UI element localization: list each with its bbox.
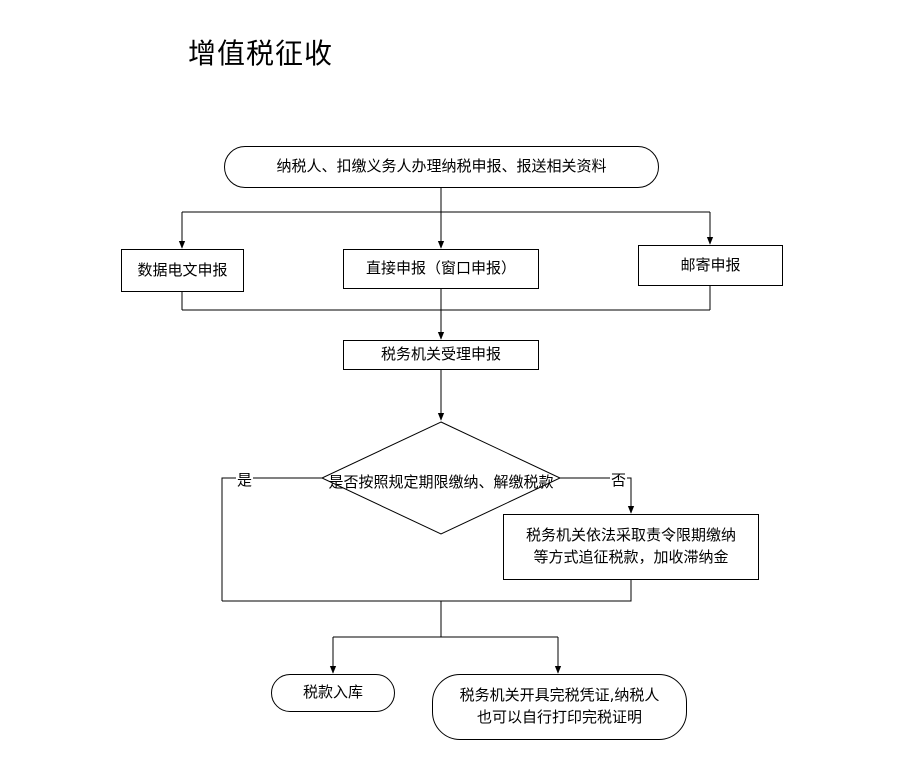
- yes-label: 是: [236, 469, 254, 490]
- enforce-line-2: 等方式追征税款，加收滞纳金: [533, 548, 729, 566]
- direct-declare-node: 直接申报（窗口申报）: [343, 249, 539, 289]
- enforce-node: 税务机关依法采取责令限期缴纳 等方式追征税款，加收滞纳金: [503, 514, 759, 580]
- receipt-line-2: 也可以自行打印完税证明: [476, 708, 642, 726]
- yes-path: [221, 477, 322, 601]
- mail-declare-node: 邮寄申报: [638, 245, 783, 286]
- start-node: 纳税人、扣缴义务人办理纳税申报、报送相关资料: [224, 146, 659, 188]
- page-title: 增值税征收: [188, 37, 334, 70]
- decision-text: 是否按照规定期限缴纳、解缴税款: [328, 472, 554, 491]
- enforce-merge: [222, 580, 632, 602]
- receipt-node: 税务机关开具完税凭证,纳税人 也可以自行打印完税证明: [432, 674, 687, 740]
- data-declare-node: 数据电文申报: [121, 249, 244, 292]
- no-path: [560, 477, 635, 514]
- decision-diamond: [320, 421, 562, 535]
- accept-node: 税务机关受理申报: [343, 340, 539, 370]
- no-label: 否: [610, 469, 628, 490]
- receipt-line-1: 税务机关开具完税凭证,纳税人: [459, 686, 660, 705]
- enforce-line-1: 税务机关依法采取责令限期缴纳: [525, 526, 736, 545]
- treasury-node: 税款入库: [271, 674, 395, 712]
